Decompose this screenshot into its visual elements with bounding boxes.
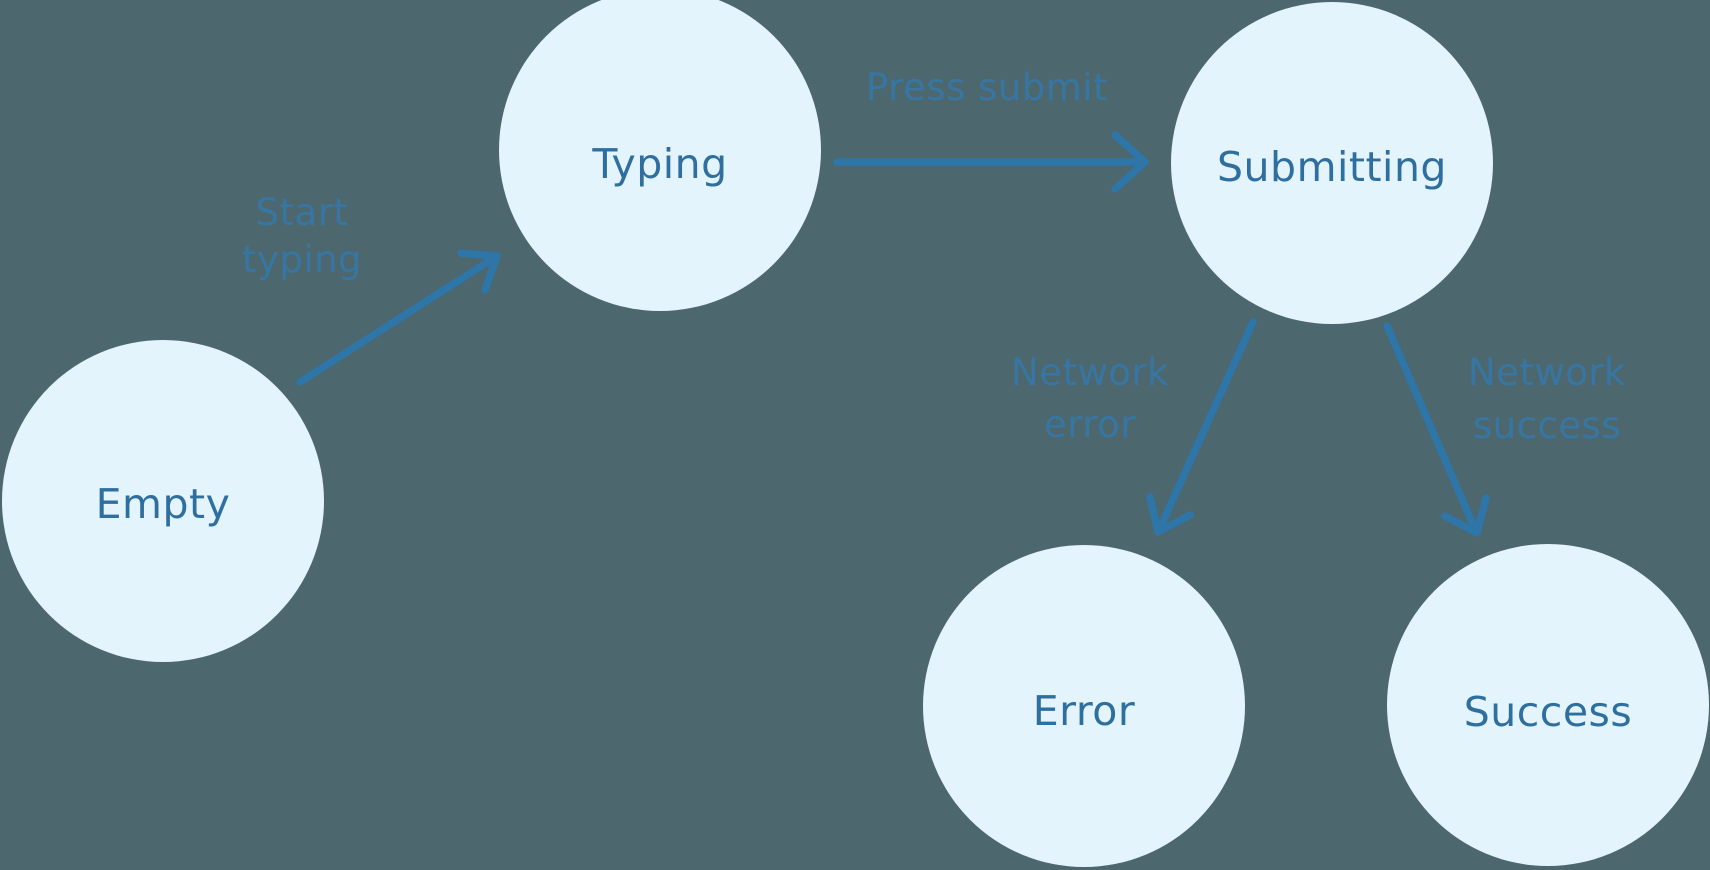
transition-arrow-line — [296, 254, 498, 386]
state-circle-submitting — [1171, 2, 1493, 324]
state-node-typing: Typing — [499, 0, 821, 311]
transition-label: Network — [1011, 351, 1169, 394]
state-label-success: Success — [1464, 688, 1633, 736]
transition-arrow-line — [1156, 318, 1257, 532]
state-label-submitting: Submitting — [1217, 143, 1447, 191]
transition-label: success — [1473, 404, 1621, 447]
state-node-success: Success — [1387, 544, 1709, 866]
transition-submitting-to-error: Network error — [1011, 318, 1257, 536]
state-label-error: Error — [1033, 687, 1135, 735]
transition-arrow-line — [1383, 322, 1479, 533]
arrowhead-icon — [1146, 493, 1194, 536]
state-node-submitting: Submitting — [1171, 2, 1493, 324]
state-circle-empty — [2, 340, 324, 662]
state-label-typing: Typing — [591, 140, 727, 188]
state-node-error: Error — [923, 545, 1245, 867]
state-node-empty: Empty — [2, 340, 324, 662]
transition-label: Press submit — [866, 66, 1108, 109]
transition-empty-to-typing: Start typing — [242, 191, 501, 386]
state-circle-error — [923, 545, 1245, 867]
state-circle-success — [1387, 544, 1709, 866]
transition-label: error — [1044, 403, 1136, 446]
arrowhead-icon — [1111, 131, 1149, 193]
transition-label: Start — [256, 191, 349, 234]
transition-label: Network — [1468, 351, 1626, 394]
state-circle-typing — [499, 0, 821, 311]
transition-submitting-to-success: Network success — [1383, 322, 1626, 537]
arrowhead-icon — [1441, 494, 1490, 537]
state-label-empty: Empty — [96, 480, 231, 528]
arrowhead-icon — [457, 249, 501, 294]
transition-label: typing — [242, 238, 362, 281]
transition-typing-to-submitting: Press submit — [833, 66, 1149, 193]
